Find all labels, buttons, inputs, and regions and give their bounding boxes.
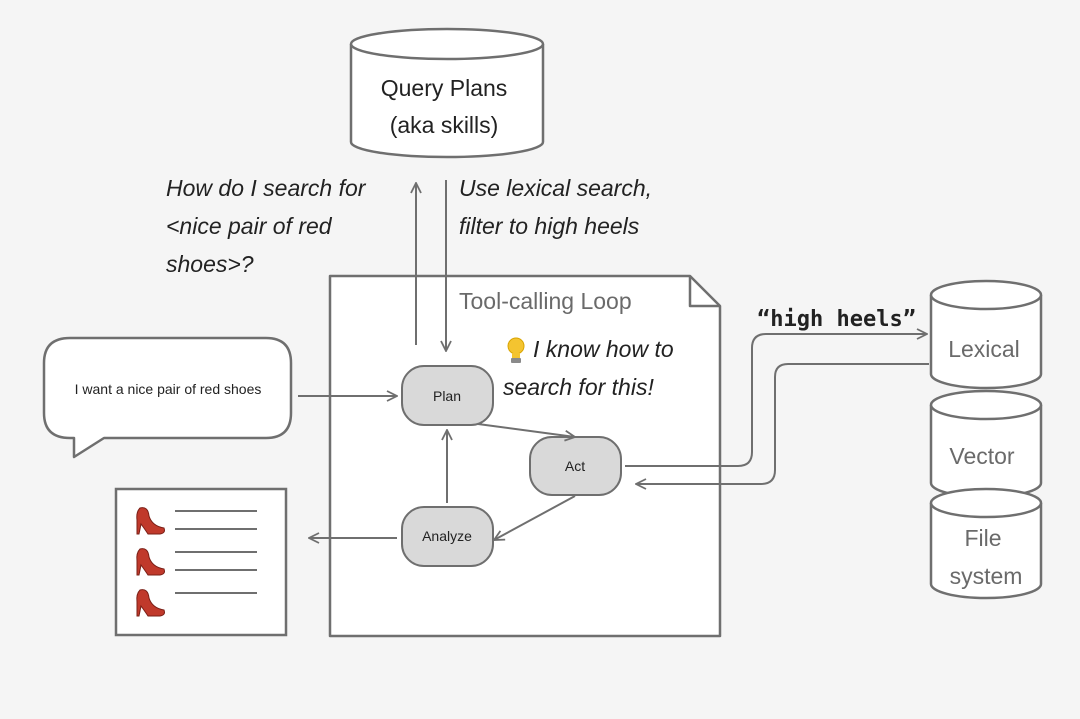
vector-label: Vector: [949, 443, 1015, 469]
file-system-store: File system: [929, 487, 1043, 600]
arrow-act-to-analyze: [494, 495, 576, 540]
file-system-label-line-2: system: [950, 563, 1023, 589]
plan-node[interactable]: Plan: [401, 365, 494, 426]
question-line-2: <nice pair of red: [166, 213, 333, 239]
arrow-plan-to-act: [477, 423, 575, 437]
lightbulb-icon: [507, 337, 525, 363]
answer-line-2: filter to high heels: [459, 213, 640, 239]
answer-note: Use lexical search, filter to high heels: [459, 175, 652, 239]
query-plans-title: Query Plans: [381, 75, 508, 101]
question-note: How do I search for <nice pair of red sh…: [166, 175, 367, 277]
query-plans-database: Query Plans (aka skills): [349, 27, 545, 159]
high-heel-shoe-icon: [136, 507, 165, 535]
vector-store: Vector: [929, 389, 1043, 499]
insight-line-2: search for this!: [503, 374, 654, 400]
insight-line-1: I know how to: [533, 336, 674, 362]
act-node[interactable]: Act: [529, 436, 622, 496]
question-line-1: How do I search for: [166, 175, 367, 201]
act-node-label: Act: [565, 458, 585, 474]
query-label: “high heels”: [757, 307, 916, 332]
file-system-label-line-1: File: [964, 525, 1001, 551]
loop-title: Tool-calling Loop: [459, 288, 632, 314]
answer-line-1: Use lexical search,: [459, 175, 652, 201]
user-request-text: I want a nice pair of red shoes: [75, 381, 262, 397]
plan-node-label: Plan: [433, 388, 461, 404]
tool-calling-loop-frame: Tool-calling Loop I know how to search f…: [328, 274, 722, 638]
user-request-bubble: I want a nice pair of red shoes: [42, 336, 293, 459]
high-heel-shoe-icon: [136, 548, 165, 576]
analyze-node-label: Analyze: [422, 528, 472, 544]
arrow-lexical-to-act: [636, 363, 929, 484]
lexical-store: Lexical: [929, 279, 1043, 390]
query-plans-subtitle: (aka skills): [390, 112, 499, 138]
question-line-3: shoes>?: [166, 251, 254, 277]
high-heel-shoe-icon: [136, 589, 165, 617]
analyze-node[interactable]: Analyze: [401, 506, 494, 567]
arrow-act-to-lexical: [625, 334, 927, 467]
results-panel: [114, 487, 288, 637]
lexical-label: Lexical: [948, 336, 1020, 362]
